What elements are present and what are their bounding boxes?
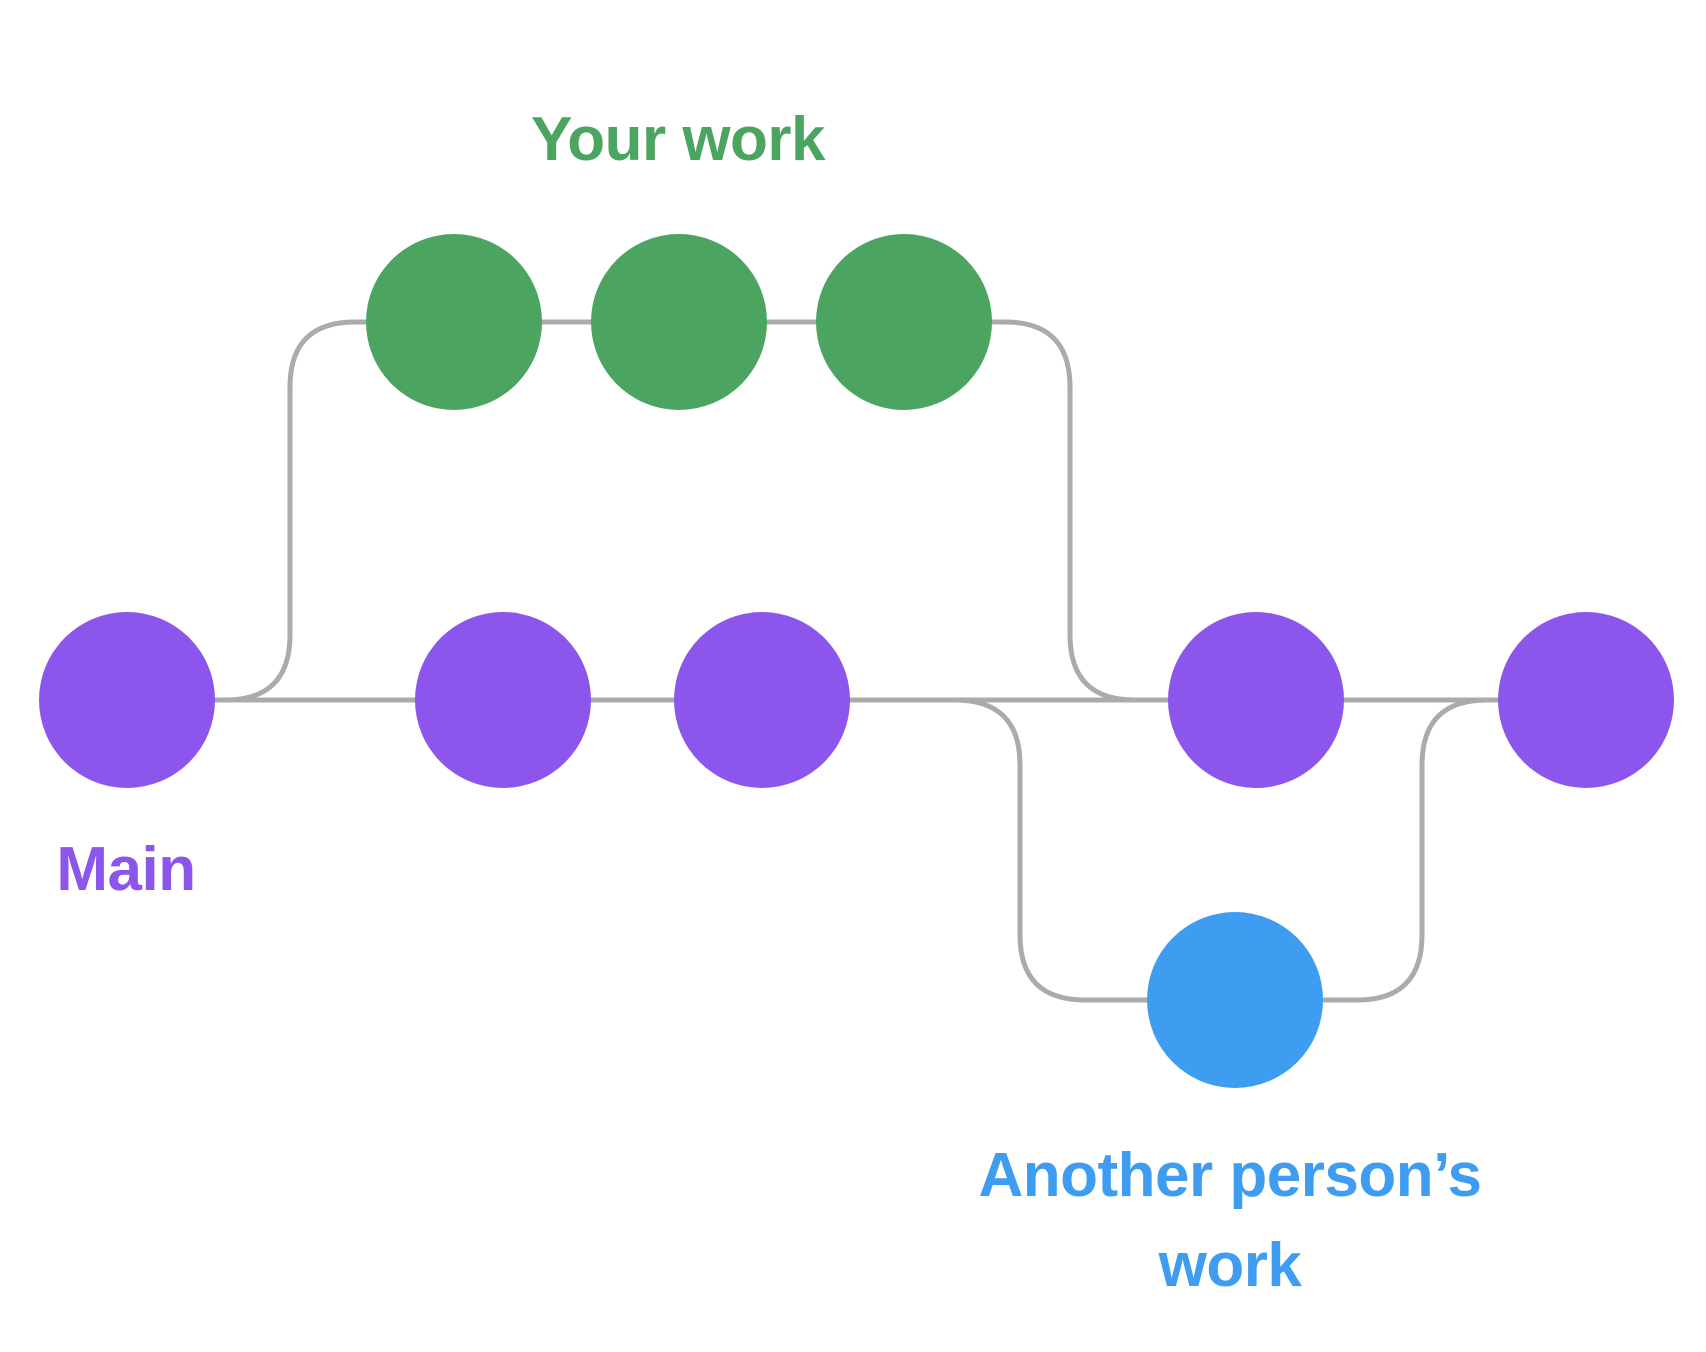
main-commit-node-1 bbox=[39, 612, 215, 788]
main-branch-label: Main bbox=[56, 835, 195, 904]
your-work-branch-label: Your work bbox=[531, 105, 826, 174]
main-commit-node-2 bbox=[415, 612, 591, 788]
another-person-branch-label-line1: Another person’s bbox=[979, 1141, 1482, 1210]
another-person-branch-label-line2: work bbox=[1158, 1231, 1303, 1300]
your-work-commit-node-2 bbox=[591, 234, 767, 410]
another-person-commit-node-1 bbox=[1147, 912, 1323, 1088]
main-commit-node-4 bbox=[1168, 612, 1344, 788]
your-work-commit-node-1 bbox=[366, 234, 542, 410]
main-commit-node-3 bbox=[674, 612, 850, 788]
main-commit-node-5 bbox=[1498, 612, 1674, 788]
your-work-commit-node-3 bbox=[816, 234, 992, 410]
